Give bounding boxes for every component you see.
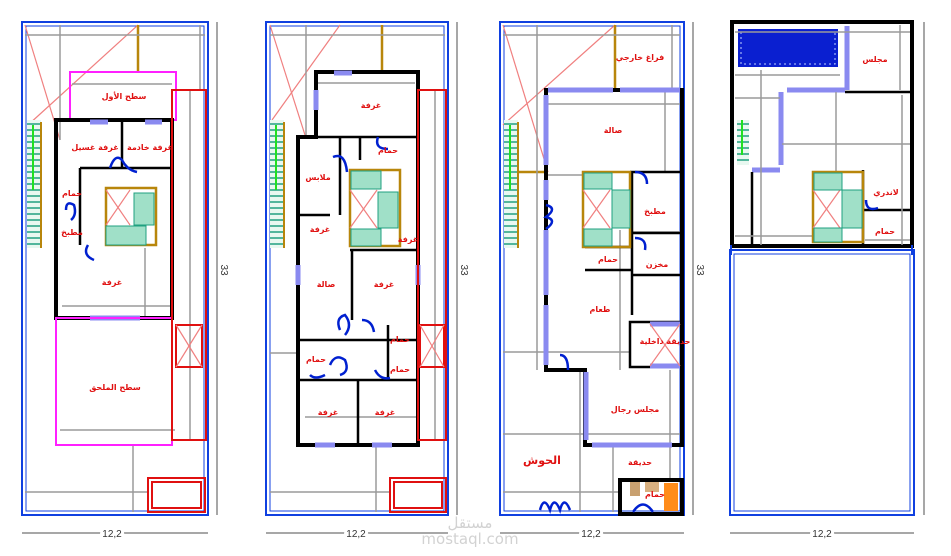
watermark-url: mostaql.com [421, 530, 518, 548]
pool [736, 27, 840, 69]
stairs [611, 189, 631, 229]
annex-box [389, 477, 447, 513]
room-label: غرفة [374, 280, 395, 289]
stairs [350, 228, 382, 247]
plot-boundary [729, 249, 915, 516]
room-label: غرفة [102, 278, 123, 287]
main-door [543, 203, 554, 230]
stairs [813, 227, 843, 243]
dimension-grid [735, 25, 910, 245]
plan-roof: سطح الأول غرفة غسيل غرفة خادمة حمام مطبخ… [21, 21, 209, 516]
width-dimension-label: 12,2 [581, 529, 601, 540]
room-label: سطح الأول [102, 91, 147, 101]
room-label: غرفة خادمة [127, 143, 173, 152]
external-stairs [270, 120, 285, 248]
dimension-grid [503, 25, 680, 512]
room-label: غرفة [318, 408, 339, 417]
room-label: صالة [317, 280, 336, 289]
gate [538, 501, 572, 514]
door-swing [64, 202, 77, 221]
door-swing [108, 156, 138, 174]
stairs [377, 191, 399, 229]
room-label: مجلس [862, 55, 887, 65]
toilet-fixture [630, 482, 640, 496]
room-label: حمام [390, 365, 410, 374]
width-dimensions: 12,2 12,2 12,2 12,2 [22, 526, 914, 543]
room-label: الحوش [523, 454, 561, 467]
room-label: غرفة [398, 235, 419, 244]
exterior-wall [730, 20, 914, 248]
room-label: غرفة [361, 101, 382, 110]
plan-ground-floor: فراغ خارجي صالة مطبخ حمام مخزن طعام حديق… [499, 21, 691, 516]
room-label: حمام [62, 189, 82, 198]
plan-first-floor: غرفة حمام ملابس غرفة صالة غرفة حمام حمام… [265, 21, 449, 516]
external-stairs [27, 120, 42, 248]
plot-boundary [265, 21, 449, 516]
room-label: حديقة داخلية [640, 337, 691, 346]
plot-boundary-inner [25, 25, 205, 512]
room-label: لاندري [873, 188, 899, 197]
room-label: طعام [590, 305, 611, 314]
depth-dimensions: 33 33 33 [216, 22, 925, 515]
annex-outline [417, 89, 447, 441]
sink-fixture [645, 482, 659, 492]
annex-outline [171, 89, 207, 441]
plan-top-floor: مجلس لاندري حمام [729, 20, 915, 516]
depth-dimension-label: 33 [458, 264, 469, 276]
room-label: مطبخ [644, 207, 666, 216]
width-dimension-label: 12,2 [812, 529, 832, 540]
external-stairs [504, 120, 519, 248]
stairs [841, 189, 863, 229]
room-label: حمام [875, 227, 895, 236]
watermark-logo: مستقل [448, 514, 493, 532]
external-stairs [737, 120, 749, 165]
depth-dimension-label: 33 [218, 264, 229, 276]
roof-outline [55, 317, 173, 446]
stairs [133, 192, 155, 226]
stairs [583, 228, 613, 247]
room-label: حمام [645, 490, 665, 499]
stairs [583, 172, 613, 190]
plot-boundary [21, 21, 209, 516]
door-swing [84, 244, 95, 262]
room-label: ملابس [305, 173, 330, 183]
room-label: مجلس رجال [611, 405, 659, 415]
room-label: غرفة [375, 408, 396, 417]
watermark: مستقل mostaql.com [421, 514, 518, 548]
room-label: مخزن [646, 260, 669, 269]
room-label: سطح الملحق [89, 383, 141, 392]
dimension-grid [25, 25, 205, 512]
room-label: صالة [604, 126, 623, 135]
room-label: حمام [390, 335, 410, 344]
room-label: فراغ خارجي [616, 53, 664, 62]
room-label: حمام [378, 146, 398, 155]
exterior-wall [544, 88, 684, 447]
guard-toilet [618, 478, 684, 516]
stairs [105, 225, 147, 246]
stairs [813, 172, 843, 191]
depth-dimension-label: 33 [694, 264, 705, 276]
width-dimension-label: 12,2 [346, 529, 366, 540]
water-heater [664, 483, 678, 511]
room-label: حديقة [628, 458, 652, 467]
room-label: غرفة [310, 225, 331, 234]
room-label: غرفة غسيل [71, 143, 118, 152]
dimension-grid [270, 25, 445, 512]
room-label: مطبخ [61, 228, 83, 237]
annex-box [147, 477, 206, 513]
stairs [350, 170, 382, 190]
void-diagonal [27, 24, 139, 126]
width-dimension-label: 12,2 [102, 529, 122, 540]
room-label: حمام [598, 255, 618, 264]
room-label: حمام [306, 355, 326, 364]
